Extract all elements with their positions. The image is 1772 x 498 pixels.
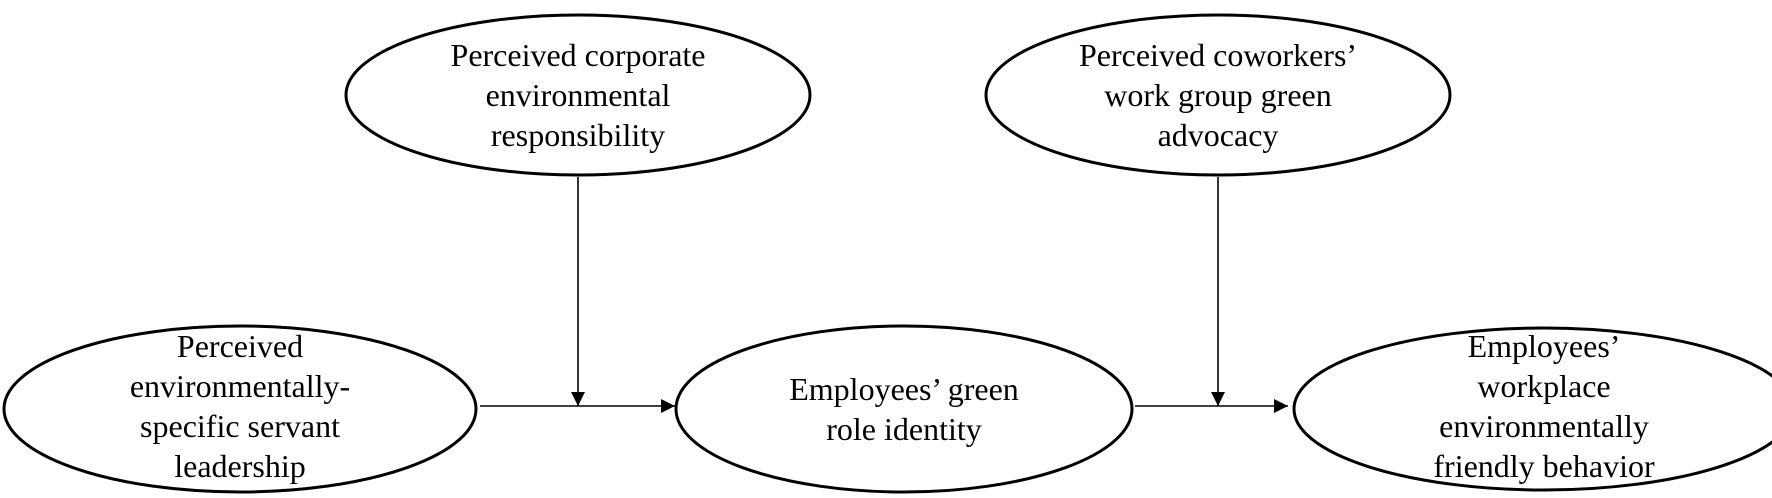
advocacy-label: Perceived coworkers’ work group green ad… <box>1079 35 1357 155</box>
behavior-node <box>1292 326 1772 492</box>
advocacy-label-line: Perceived coworkers’ <box>1078 37 1358 73</box>
leadership-node <box>2 324 478 494</box>
leadership-label-line: leadership <box>174 448 306 484</box>
identity-label-line: role identity <box>826 411 982 447</box>
identity-label: Employees’ green role identity <box>789 369 1019 449</box>
cer-label-line: responsibility <box>490 117 666 153</box>
advocacy-label-line: advocacy <box>1157 117 1279 153</box>
leadership-label-line: Perceived <box>176 328 304 364</box>
advocacy-label-line: work group green <box>1104 77 1332 113</box>
behavior-label-line: environmentally <box>1439 408 1649 444</box>
cer-node <box>344 13 812 177</box>
identity-label-line: Employees’ green <box>789 371 1019 407</box>
behavior-label-line: friendly behavior <box>1433 448 1655 484</box>
cer-label-line: Perceived corporate <box>450 37 706 73</box>
behavior-label: Employees’ workplace environmentally fri… <box>1433 326 1654 486</box>
leadership-label-line: specific servant <box>140 408 340 444</box>
advocacy-node <box>984 13 1452 177</box>
identity-node <box>674 324 1134 494</box>
leadership-label-line: environmentally- <box>129 368 351 404</box>
behavior-label-line: workplace <box>1477 368 1611 404</box>
behavior-label-line: Employees’ <box>1467 328 1621 364</box>
leadership-label: Perceived environmentally- specific serv… <box>130 326 350 486</box>
cer-label: Perceived corporate environmental respon… <box>451 35 706 155</box>
cer-label-line: environmental <box>485 77 671 113</box>
